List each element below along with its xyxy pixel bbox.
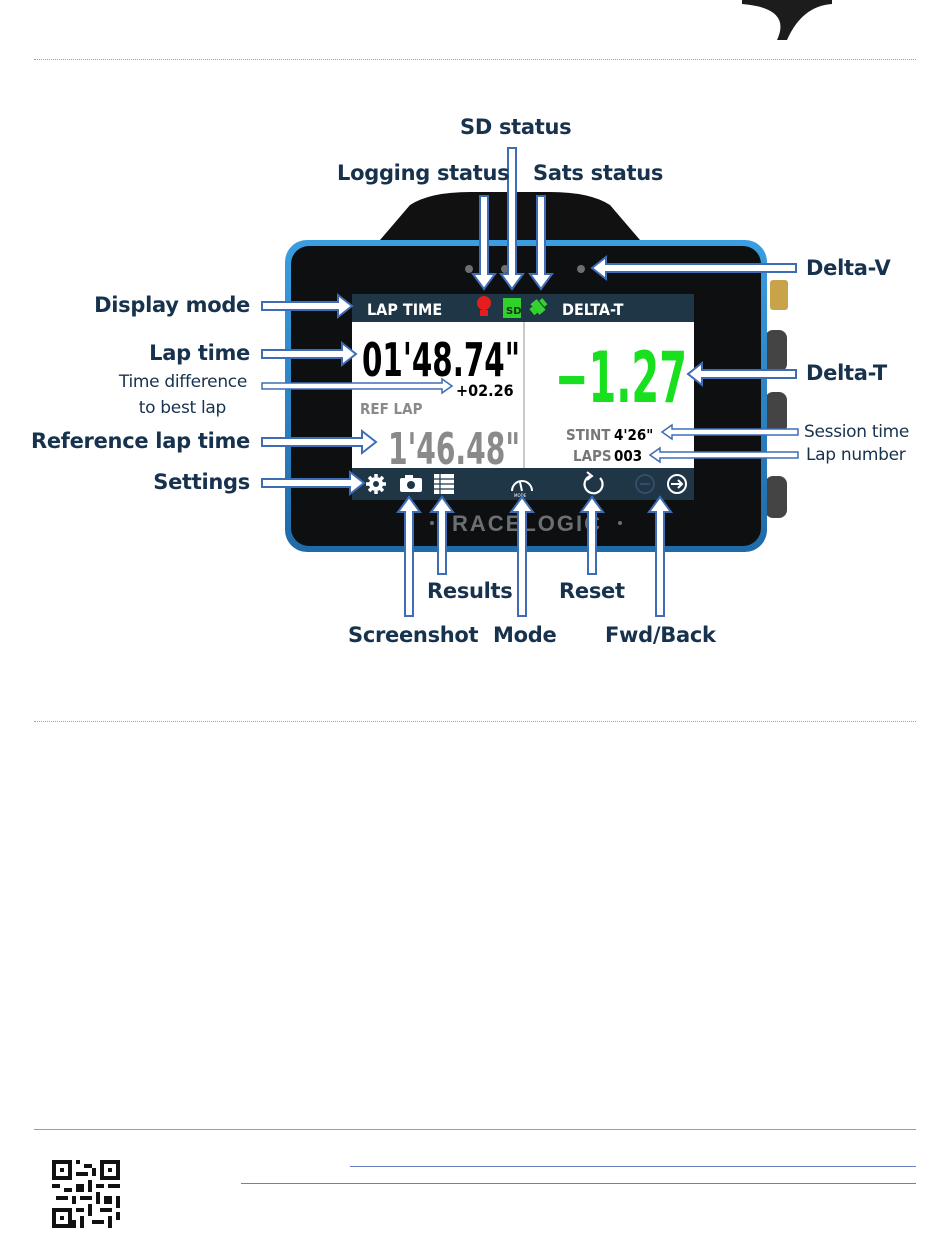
device-diagram: LAP TIME DELTA-T SD 01'48.74" +02.26 REF… [0,0,950,720]
side-knobs [765,280,788,518]
screen-laps-label: LAPS [573,447,612,465]
screen-ref-lap-label: REF LAP [360,400,423,418]
screen-stint-label: STINT [566,426,611,444]
footer-divider [34,1129,916,1130]
label-sats-status: Sats status [533,161,663,185]
qr-code [52,1160,120,1228]
results-table-icon [434,474,454,494]
footer-line-lower [241,1183,916,1184]
label-mode: Mode [493,623,556,647]
label-screenshot: Screenshot [348,623,478,647]
label-logging-status: Logging status [337,161,509,185]
screen-lap-time: 01'48.74" [362,333,520,387]
svg-text:MODE: MODE [514,493,527,498]
screen-ref-lap-time: 1'46.48" [388,424,520,475]
screen-left-header: LAP TIME [367,300,442,319]
label-delta-t: Delta-T [806,361,887,385]
label-lap-number: Lap number [806,445,905,465]
label-session-time: Session time [804,422,909,442]
label-lap-time: Lap time [149,341,250,365]
gear-icon [366,474,386,494]
label-sd-status: SD status [460,115,571,139]
screen-difference: +02.26 [456,381,514,400]
label-reset: Reset [559,579,625,603]
label-display-mode: Display mode [94,293,250,317]
screen-stint-value: 4'26" [614,426,653,444]
label-time-difference-2: to best lap [139,398,226,418]
label-results: Results [427,579,513,603]
screen-delta-value: −1.27 [555,337,687,419]
label-time-difference-1: Time difference [119,372,247,392]
footer-line-upper [350,1166,916,1167]
label-settings: Settings [153,470,250,494]
svg-text:SD: SD [506,306,522,317]
sd-card-icon: SD [503,298,522,318]
label-delta-v: Delta-V [806,256,890,280]
label-reference-lap-time: Reference lap time [31,429,250,453]
middle-divider [34,721,916,722]
screen-laps-value: 003 [614,447,642,465]
label-fwd-back: Fwd/Back [605,623,716,647]
screen-right-header: DELTA-T [562,300,624,319]
